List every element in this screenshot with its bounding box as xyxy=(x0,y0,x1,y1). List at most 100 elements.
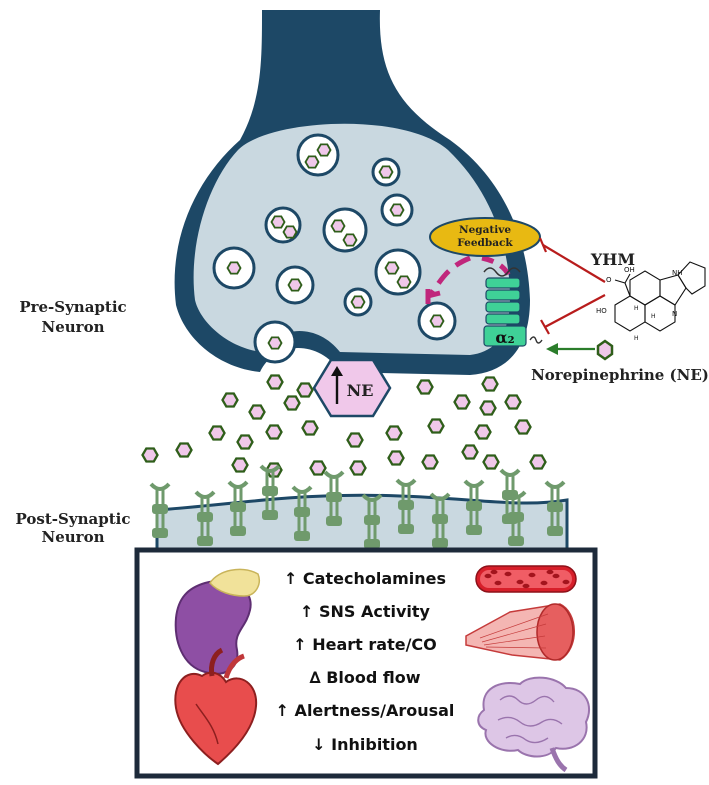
postsynaptic-receptor xyxy=(259,464,281,520)
atom-n: N xyxy=(672,310,677,318)
ne-molecule xyxy=(296,382,314,398)
pre-synaptic-label-line1: Pre-Synaptic xyxy=(19,298,126,316)
ne-molecule xyxy=(248,404,266,420)
atom-o: O xyxy=(606,276,612,284)
red-blood-cell xyxy=(494,580,502,586)
postsynaptic-receptor xyxy=(429,492,451,548)
ne-molecule xyxy=(429,314,445,328)
red-blood-cell xyxy=(522,583,530,589)
postsynaptic-receptor xyxy=(291,485,313,541)
vesicle xyxy=(374,248,422,296)
postsynaptic-receptor xyxy=(149,482,171,538)
ne-molecule xyxy=(349,460,367,476)
ne-molecule xyxy=(283,395,301,411)
effect-heart-rate: ↑ Heart rate/CO xyxy=(293,635,437,654)
feedback-dashed-arc-upper xyxy=(481,255,513,281)
post-synaptic-label-line1: Post-Synaptic xyxy=(16,510,131,528)
red-blood-cell xyxy=(552,573,560,579)
red-blood-cell xyxy=(484,573,492,579)
red-blood-cell xyxy=(562,579,570,585)
ne-molecule xyxy=(330,219,346,233)
ne-molecule xyxy=(141,447,159,463)
ne-molecule xyxy=(226,261,242,275)
negative-feedback-badge: Negative Feedback xyxy=(429,217,541,257)
ne-molecule xyxy=(514,419,532,435)
post-synaptic-label-line2: Neuron xyxy=(42,528,105,546)
ne-molecule xyxy=(389,203,405,217)
ne-molecule xyxy=(231,457,249,473)
ne-molecule xyxy=(529,454,547,470)
yhm-label: YHM xyxy=(590,250,635,269)
feedback-dashed-arc xyxy=(428,255,471,297)
ne-molecule xyxy=(236,434,254,450)
vesicle-group xyxy=(212,133,457,364)
blood-vessel-icon xyxy=(475,565,577,593)
yhm-group: YHM NH OH O HO H H H N xyxy=(538,237,706,342)
red-blood-cell xyxy=(528,572,536,578)
red-blood-cell xyxy=(516,579,524,585)
ne-molecule xyxy=(316,143,332,157)
postsynaptic-receptor xyxy=(227,480,249,536)
ne-molecule xyxy=(421,454,439,470)
postsynaptic-receptor xyxy=(323,470,345,526)
muscle-icon xyxy=(465,603,575,661)
postsynaptic-receptor xyxy=(194,490,216,546)
ne-molecule xyxy=(474,424,492,440)
ne-molecule xyxy=(175,442,193,458)
ne-molecule xyxy=(387,450,405,466)
synaptic-cleft-ne xyxy=(141,374,547,478)
presynaptic-terminal xyxy=(174,10,530,375)
negative-feedback-line2: Feedback xyxy=(457,237,513,249)
ne-molecule xyxy=(342,233,358,247)
atom-oh: OH xyxy=(624,266,635,274)
atom-h2: H xyxy=(634,335,639,342)
ne-badge-label: NE xyxy=(347,381,374,400)
ne-molecule xyxy=(479,400,497,416)
yhm-inhibit-receptor-line xyxy=(544,294,606,328)
ne-molecule xyxy=(346,432,364,448)
ne-molecule xyxy=(267,336,283,350)
ne-molecule xyxy=(416,379,434,395)
ne-molecule xyxy=(270,215,286,229)
ne-molecule xyxy=(266,374,284,390)
atom-h3: H xyxy=(651,313,656,320)
ne-molecule xyxy=(221,392,239,408)
ne-molecule xyxy=(482,454,500,470)
effect-inhibition: ↓ Inhibition xyxy=(312,735,418,754)
receptor-squiggle xyxy=(483,267,521,277)
red-blood-cell xyxy=(490,569,498,575)
ne-molecule xyxy=(481,376,499,392)
alpha2-receptor-base xyxy=(483,325,527,347)
alpha2-receptor: α₂ xyxy=(483,267,543,347)
kidney-adrenal-icon xyxy=(174,568,260,675)
ne-molecule xyxy=(265,424,283,440)
ne-molecule xyxy=(350,295,366,309)
ne-molecule xyxy=(378,165,394,179)
postsynaptic-receptor xyxy=(505,490,527,546)
ne-molecule-icon xyxy=(596,339,614,361)
red-blood-cell xyxy=(540,580,548,586)
ne-molecule xyxy=(208,425,226,441)
effect-blood-flow: ∆ Blood flow xyxy=(309,668,420,687)
ne-molecule xyxy=(301,420,319,436)
ne-molecule xyxy=(504,394,522,410)
ne-molecule xyxy=(384,261,400,275)
postsynaptic-receptor xyxy=(361,493,383,549)
postsynaptic-receptor xyxy=(544,480,566,536)
ne-molecule xyxy=(282,225,298,239)
norepinephrine-label: Norepinephrine (NE) xyxy=(531,366,709,384)
red-blood-cell xyxy=(504,571,512,577)
postsynaptic-receptors xyxy=(149,464,566,549)
alpha2-label: α₂ xyxy=(495,328,514,347)
negative-feedback-line1: Negative xyxy=(459,224,511,236)
ne-molecule xyxy=(385,425,403,441)
ne-molecule xyxy=(453,394,471,410)
yhm-inhibit-feedback-line xyxy=(542,244,606,283)
ne-molecule xyxy=(304,155,320,169)
effect-catecholamines: ↑ Catecholamines xyxy=(284,569,446,588)
heart-icon xyxy=(174,647,258,766)
feedback-inhibition-stem xyxy=(427,290,441,299)
ne-molecule xyxy=(461,444,479,460)
postsynaptic-receptor xyxy=(463,479,485,535)
